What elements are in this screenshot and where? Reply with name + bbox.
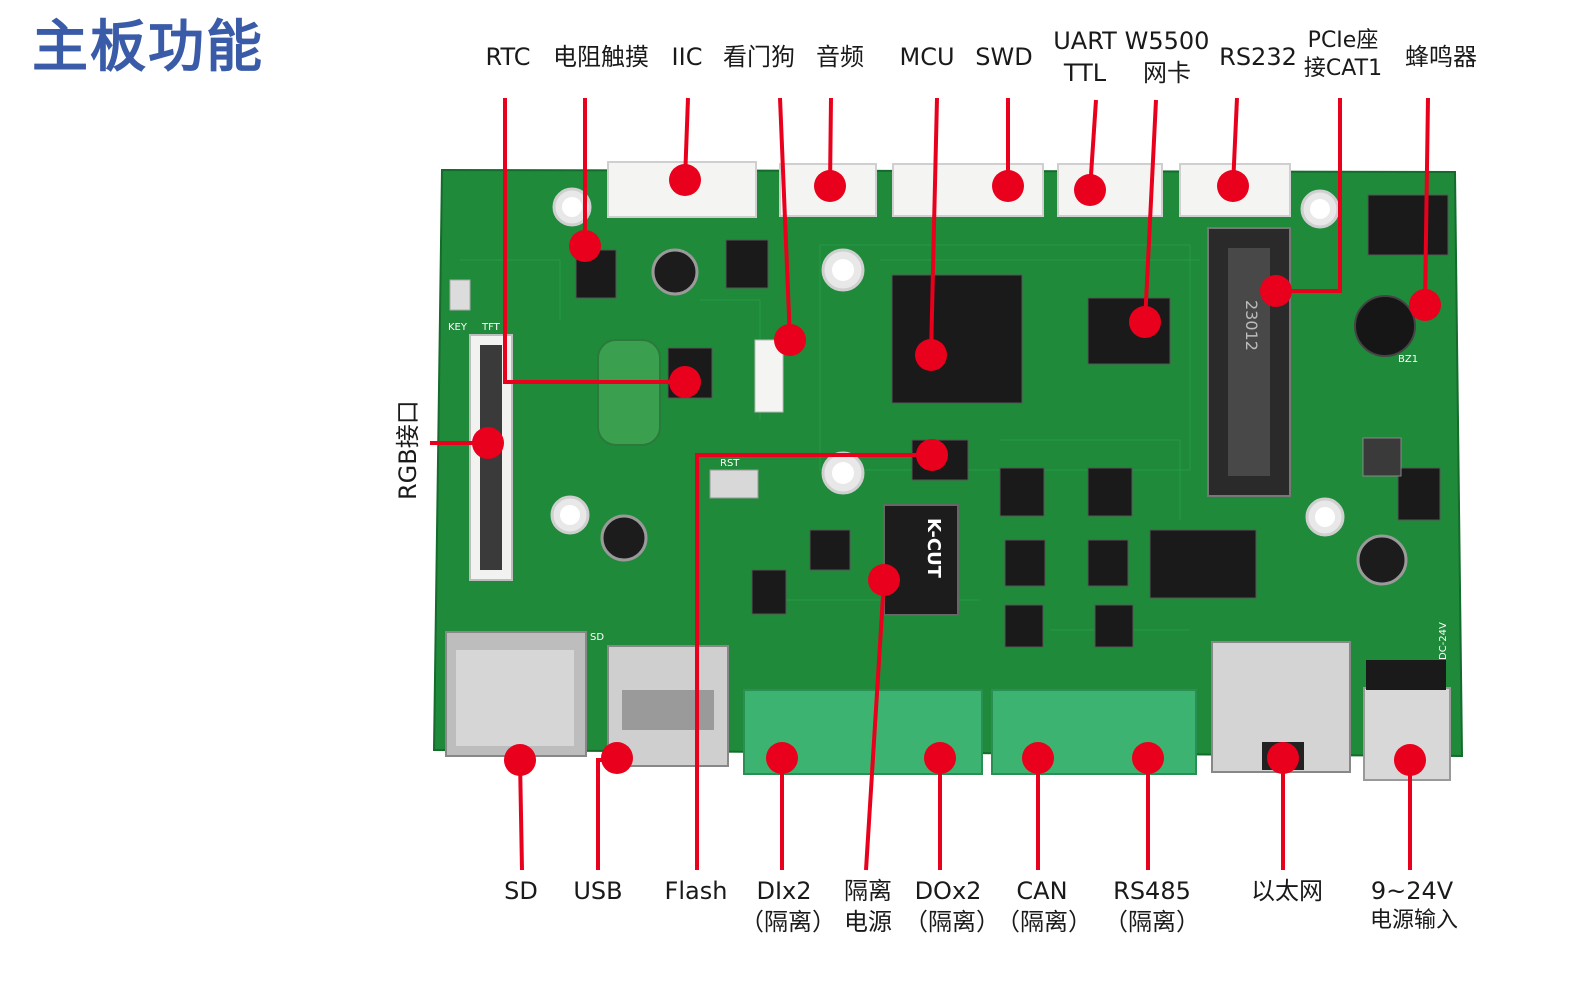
leader-rtc [503, 98, 685, 384]
sd-marking: SD [590, 632, 604, 643]
leader-iso-power [864, 579, 886, 871]
leader-usb [596, 758, 617, 870]
marker-usb [601, 742, 633, 774]
label-di-line2: （隔离） [740, 908, 836, 936]
electrolytic-capacitors [600, 248, 1408, 586]
label-do-line2: （隔离） [904, 908, 1000, 936]
marker-mcu [915, 339, 947, 371]
kcut-marking: K-CUT [923, 518, 944, 579]
label-audio: 音频 [816, 43, 864, 71]
label-w5500-line1: W5500 [1124, 27, 1210, 55]
marker-uart [1074, 174, 1106, 206]
label-iic: IIC [671, 43, 703, 71]
inductor [1362, 437, 1402, 477]
marker-flash [916, 439, 948, 471]
board-markings: KEY TFT RST SD BZ1 DC-24V K-CUT 23012 [448, 300, 1449, 660]
label-rs485-line2: （隔离） [1104, 908, 1200, 936]
marker-rs485 [1132, 742, 1164, 774]
label-touch: 电阻触摸 [553, 43, 649, 71]
label-sd: SD [504, 877, 538, 905]
label-do-line1: DOx2 [914, 877, 982, 905]
label-watchdog: 看门狗 [723, 43, 795, 71]
page-title: 主板功能 [32, 15, 264, 80]
label-swd: SWD [975, 43, 1033, 71]
label-can-line2: （隔离） [996, 908, 1092, 936]
leader-sd [518, 759, 524, 871]
key-button [449, 279, 471, 311]
mounting-holes [550, 187, 1345, 537]
label-iso-power-line2: 电源 [844, 908, 892, 936]
label-di-line1: DIx2 [756, 877, 812, 905]
ic-chips [575, 194, 1449, 648]
leader-watchdog [778, 97, 792, 341]
marker-w5500 [1129, 306, 1161, 338]
label-power-line2: 电源输入 [1369, 908, 1458, 933]
marker-can [1022, 742, 1054, 774]
label-power-line1: 9~24V [1370, 877, 1454, 905]
label-uart-line2: TTL [1063, 59, 1107, 87]
marker-sd [504, 744, 536, 776]
label-rtc: RTC [485, 43, 531, 71]
bz-marking: BZ1 [1398, 354, 1418, 365]
marker-ethernet [1267, 742, 1299, 774]
label-ethernet: 以太网 [1251, 877, 1323, 905]
label-pcie-line2: 接CAT1 [1303, 56, 1383, 81]
key-marking: KEY [448, 322, 468, 333]
leader-flash [695, 453, 932, 870]
marker-watchdog [774, 324, 806, 356]
watchdog-jumper [754, 339, 784, 413]
marker-pcie [1260, 275, 1292, 307]
marker-rs232 [1217, 170, 1249, 202]
buzzer-component [1354, 295, 1416, 357]
marker-power [1394, 744, 1426, 776]
tft-marking: TFT [481, 322, 501, 333]
rst-marking: RST [720, 458, 740, 469]
leader-lines [430, 97, 1430, 871]
label-uart-line1: UART [1053, 27, 1117, 55]
label-rs232: RS232 [1219, 43, 1297, 71]
label-pcie-line1: PCIe座 [1307, 28, 1379, 53]
slot-marking: 23012 [1242, 300, 1261, 351]
label-iso-power-line1: 隔离 [844, 877, 892, 905]
marker-rgb [472, 427, 504, 459]
dc-marking: DC-24V [1438, 622, 1449, 660]
leader-pcie [1276, 98, 1342, 293]
leader-w5500 [1143, 99, 1158, 323]
label-can-line1: CAN [1016, 877, 1068, 905]
markers [472, 164, 1441, 776]
marker-touch [569, 230, 601, 262]
label-rgb: RGB接口 [394, 400, 422, 500]
rtc-backup-capacitor [597, 339, 661, 446]
marker-iso-power [868, 564, 900, 596]
leader-buzzer [1423, 97, 1430, 306]
label-w5500-line2: 网卡 [1143, 59, 1191, 87]
marker-rtc [669, 366, 701, 398]
marker-di [766, 742, 798, 774]
pcb-board [432, 161, 1464, 781]
reset-button [709, 469, 759, 499]
marker-buzzer [1409, 289, 1441, 321]
label-rs485-line1: RS485 [1113, 877, 1191, 905]
marker-swd [992, 170, 1024, 202]
leader-mcu [929, 97, 939, 356]
label-usb: USB [573, 877, 623, 905]
label-mcu: MCU [899, 43, 955, 71]
marker-audio [814, 170, 846, 202]
isolated-power-module [883, 504, 959, 616]
label-flash: Flash [664, 877, 728, 905]
top-connectors [607, 161, 1291, 218]
label-buzzer: 蜂鸣器 [1405, 43, 1477, 71]
marker-do [924, 742, 956, 774]
marker-iic [669, 164, 701, 196]
